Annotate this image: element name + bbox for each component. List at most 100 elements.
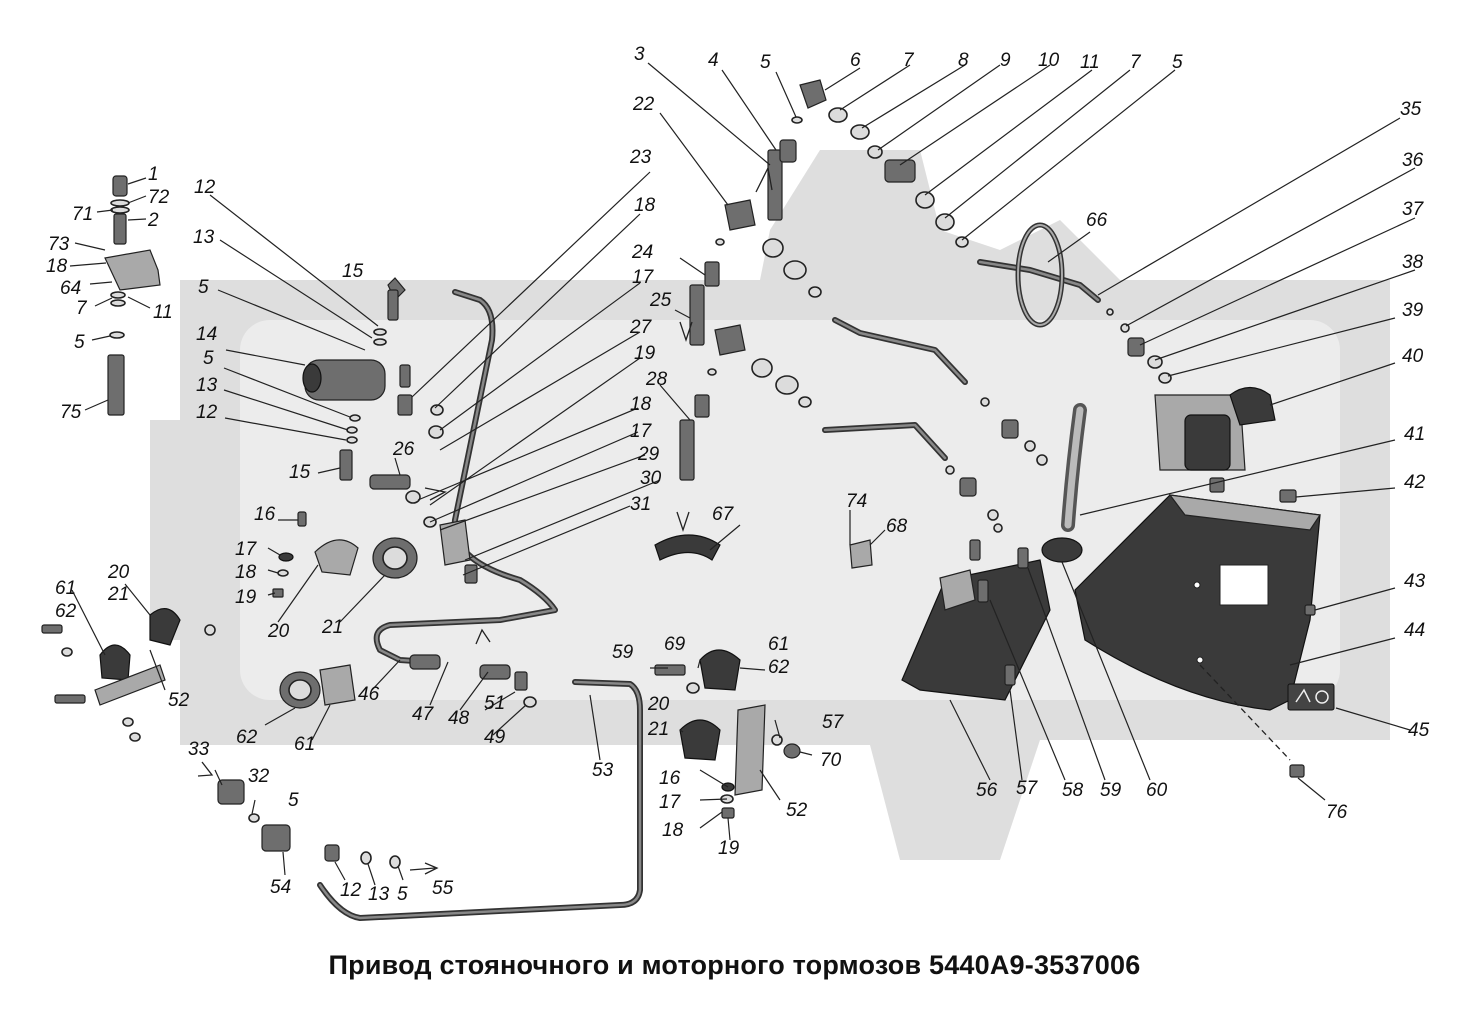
callout-number: 19 (718, 838, 740, 859)
callout-number: 48 (448, 708, 470, 729)
callout-number: 5 (397, 884, 408, 905)
callout-number: 17 (235, 539, 258, 560)
callout-number: 16 (254, 504, 276, 525)
callout-number: 20 (647, 694, 670, 715)
callout-number: 17 (630, 421, 653, 442)
callout-number: 53 (592, 760, 614, 781)
callout-number: 12 (196, 402, 218, 423)
callout-number: 61 (55, 578, 76, 599)
callout-number: 12 (194, 177, 216, 198)
callout-number: 45 (1408, 720, 1430, 741)
callout-number: 18 (235, 562, 257, 583)
callout-number: 12 (340, 880, 362, 901)
callout-number: 73 (48, 234, 70, 255)
callout-number: 69 (664, 634, 686, 655)
callout-number: 56 (976, 780, 998, 801)
callout-number: 54 (270, 877, 291, 898)
callout-number: 4 (708, 50, 719, 71)
callout-number: 2 (147, 210, 159, 231)
callout-number: 15 (342, 261, 364, 282)
callout-number: 7 (76, 298, 88, 319)
callout-number: 40 (1402, 346, 1424, 367)
callout-number: 5 (74, 332, 85, 353)
callout-number: 19 (634, 343, 656, 364)
callout-number: 55 (432, 878, 454, 899)
callout-number: 20 (107, 562, 130, 583)
callout-number: 52 (168, 690, 190, 711)
callout-number: 59 (1100, 780, 1122, 801)
callout-number: 17 (659, 792, 682, 813)
callout-number: 35 (1400, 99, 1422, 120)
callout-number: 36 (1402, 150, 1424, 171)
callout-number: 33 (188, 739, 210, 760)
callout-number: 10 (1038, 50, 1060, 71)
callout-number: 5 (203, 348, 214, 369)
callout-number: 29 (637, 444, 660, 465)
callout-number: 5 (198, 277, 209, 298)
callout-number: 32 (248, 766, 270, 787)
callout-number: 5 (288, 790, 299, 811)
callout-number: 61 (294, 734, 315, 755)
callout-number: 17 (632, 267, 655, 288)
callout-number: 66 (1086, 210, 1108, 231)
callout-number: 31 (630, 494, 651, 515)
callout-number: 38 (1402, 252, 1424, 273)
callout-number: 68 (886, 516, 908, 537)
callout-number: 18 (634, 195, 656, 216)
callout-number: 9 (1000, 50, 1011, 71)
callout-number: 46 (358, 684, 380, 705)
callout-number: 57 (1016, 778, 1039, 799)
callout-number: 18 (46, 256, 68, 277)
callout-number: 3 (634, 44, 645, 65)
callout-number: 6 (850, 50, 861, 71)
callout-number: 21 (647, 719, 669, 740)
callout-number: 75 (60, 402, 82, 423)
callout-number: 67 (712, 504, 735, 525)
callout-number: 62 (55, 601, 77, 622)
callout-number: 42 (1404, 472, 1426, 493)
callout-number: 51 (484, 693, 505, 714)
callout-number: 14 (196, 324, 217, 345)
callout-number: 74 (846, 491, 867, 512)
callout-number: 62 (236, 727, 258, 748)
callout-number: 49 (484, 727, 506, 748)
callout-number: 43 (1404, 571, 1426, 592)
callout-number: 60 (1146, 780, 1168, 801)
callout-number: 37 (1402, 199, 1425, 220)
callout-number: 13 (368, 884, 390, 905)
callout-number: 8 (958, 50, 969, 71)
callout-number: 25 (649, 290, 672, 311)
callout-number: 5 (760, 52, 771, 73)
callout-number: 13 (196, 375, 218, 396)
callout-number: 39 (1402, 300, 1424, 321)
callout-numbers: 1 72 71 2 73 18 64 11 7 5 75 12 13 15 5 … (46, 44, 1430, 905)
callout-number: 58 (1062, 780, 1084, 801)
callout-number: 11 (1080, 52, 1100, 73)
callout-number: 5 (1172, 52, 1183, 73)
callout-number: 61 (768, 634, 789, 655)
callout-number: 26 (392, 439, 415, 460)
callout-number: 44 (1404, 620, 1425, 641)
callout-number: 16 (659, 768, 681, 789)
brake-tubes (317, 259, 1101, 921)
callout-number: 28 (645, 369, 668, 390)
diagram-caption: Привод стояночного и моторного тормозов … (328, 950, 1141, 980)
callout-number: 13 (193, 227, 215, 248)
callout-number: 19 (235, 587, 257, 608)
callout-number: 21 (321, 617, 343, 638)
callout-number: 24 (631, 242, 653, 263)
parts (41, 79, 1335, 869)
callout-number: 64 (60, 278, 81, 299)
leader-lines (69, 62, 1416, 886)
callout-number: 70 (820, 750, 842, 771)
callout-number: 62 (768, 657, 790, 678)
callout-number: 59 (612, 642, 634, 663)
callout-number: 52 (786, 800, 808, 821)
callout-number: 22 (632, 94, 655, 115)
callout-number: 7 (903, 50, 915, 71)
callout-number: 76 (1326, 802, 1348, 823)
callout-number: 7 (1130, 52, 1142, 73)
callout-number: 20 (267, 621, 290, 642)
callout-number: 72 (148, 187, 170, 208)
